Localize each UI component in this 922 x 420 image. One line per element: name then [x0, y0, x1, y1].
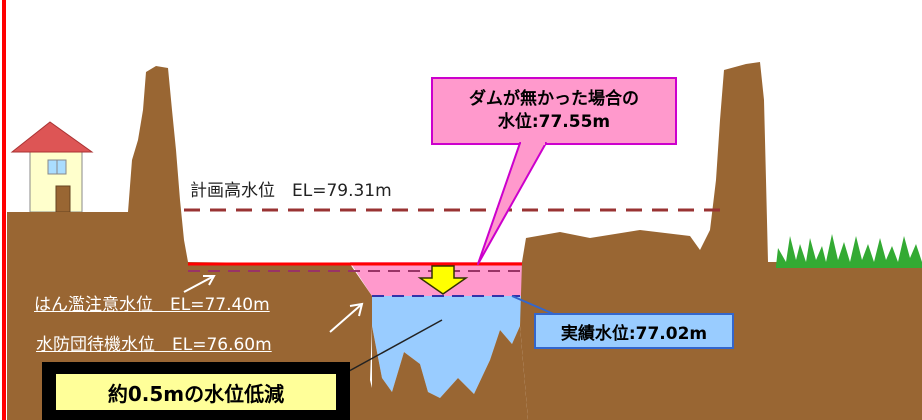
standby-level-label: 水防団待機水位 EL=76.60m — [36, 335, 272, 355]
reduction-box: 約0.5mの水位低減 — [54, 372, 338, 412]
reduction-text: 約0.5mの水位低減 — [107, 381, 285, 406]
no-dam-callout-shape — [431, 77, 677, 265]
actual-water-level-text: 実績水位:77.02m — [560, 323, 708, 344]
callout-line-2: 水位:77.55m — [497, 112, 611, 132]
standby-arrow-icon — [329, 302, 364, 333]
no-dam-callout: ダムが無かった場合の 水位:77.55m — [432, 78, 676, 144]
reduction-pointer — [339, 319, 443, 377]
reduction-arrow-icon — [417, 265, 469, 295]
house-icon — [10, 121, 94, 213]
actual-water-level-box: 実績水位:77.02m — [534, 313, 734, 349]
riverbed-ground — [372, 326, 528, 420]
plan-high-water-label: 計画高水位 EL=79.31m — [190, 181, 392, 201]
flood-arrow-icon — [183, 275, 216, 293]
flood-warning-label: はん濫注意水位 EL=77.40m — [34, 295, 270, 315]
left-bank-ground — [7, 66, 380, 420]
grass-icon — [776, 234, 922, 268]
actual-water-area — [372, 296, 522, 398]
actual-water-pointer — [511, 295, 557, 316]
callout-line-1: ダムが無かった場合の — [469, 89, 639, 110]
